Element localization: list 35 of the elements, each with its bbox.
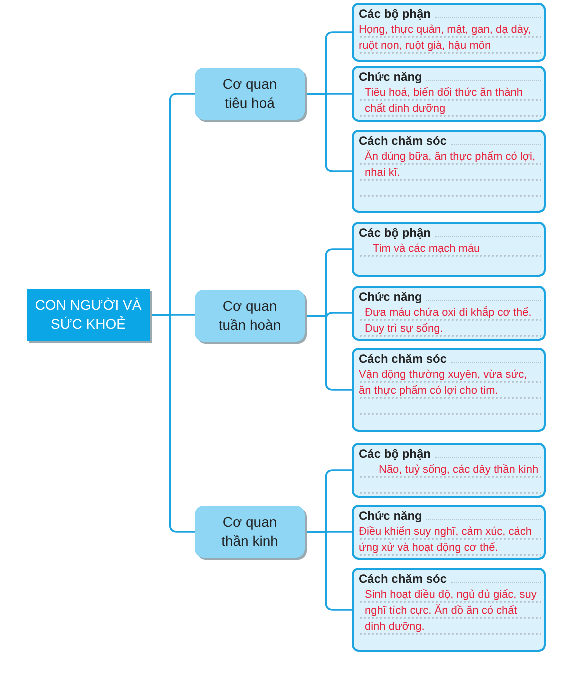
info-card — [352, 505, 546, 560]
info-card — [352, 66, 546, 122]
organ-box: Cơ quan tuần hoàn — [195, 290, 305, 342]
organ-box: Cơ quan tiêu hoá — [195, 68, 305, 120]
info-card — [352, 348, 546, 432]
card-heading: Các bộ phận — [359, 446, 432, 462]
answer-text: Họng, thực quản, mật, gan, dạ dày, ruột non, ruột già, hậu môn — [359, 22, 541, 54]
connector-line — [305, 315, 352, 391]
info-card — [352, 568, 546, 652]
connector-line — [305, 531, 352, 611]
card-heading: Chức năng — [359, 289, 422, 305]
card-heading: Chức năng — [359, 508, 422, 524]
organ-box: Cơ quan thần kinh — [195, 506, 305, 558]
card-heading: Cách chăm sóc — [359, 133, 448, 149]
connector-line — [150, 314, 195, 533]
info-card — [352, 3, 546, 62]
card-heading: Cách chăm sóc — [359, 351, 448, 367]
card-heading: Chức năng — [359, 69, 422, 85]
answer-text: Sinh hoạt điều độ, ngủ đủ giấc, suy nghĩ tích cực. Ăn đồ ăn có chất dinh dưỡng. — [359, 587, 541, 635]
connector-line — [305, 93, 352, 172]
answer-text: Đưa máu chứa oxi đi khắp cơ thể. Duy trì sự sống. — [359, 305, 541, 337]
answer-text: Ăn đúng bữa, ăn thực phẩm có lợi, nhai kĩ. — [359, 149, 541, 197]
answer-text: Não, tuỷ sống, các dây thần kinh — [359, 462, 541, 494]
info-card — [352, 222, 546, 277]
answer-text: Điều khiển suy nghĩ, cảm xúc, cách ứng xử và hoạt động cơ thể. — [359, 524, 541, 556]
info-card — [352, 286, 546, 341]
topic-box: CON NGƯỜI VÀ SỨC KHOẺ — [27, 289, 150, 341]
info-card — [352, 443, 546, 498]
answer-text: Vận động thường xuyên, vừa sức, ăn thực phẩm có lợi cho tim. — [359, 367, 541, 415]
card-heading: Cách chăm sóc — [359, 571, 448, 587]
info-card — [352, 130, 546, 213]
card-heading: Các bộ phận — [359, 6, 432, 22]
card-heading: Các bộ phận — [359, 225, 432, 241]
answer-text: Tim và các mạch máu — [359, 241, 541, 257]
answer-text: Tiêu hoá, biến đổi thức ăn thành chất dinh dưỡng — [359, 85, 541, 117]
